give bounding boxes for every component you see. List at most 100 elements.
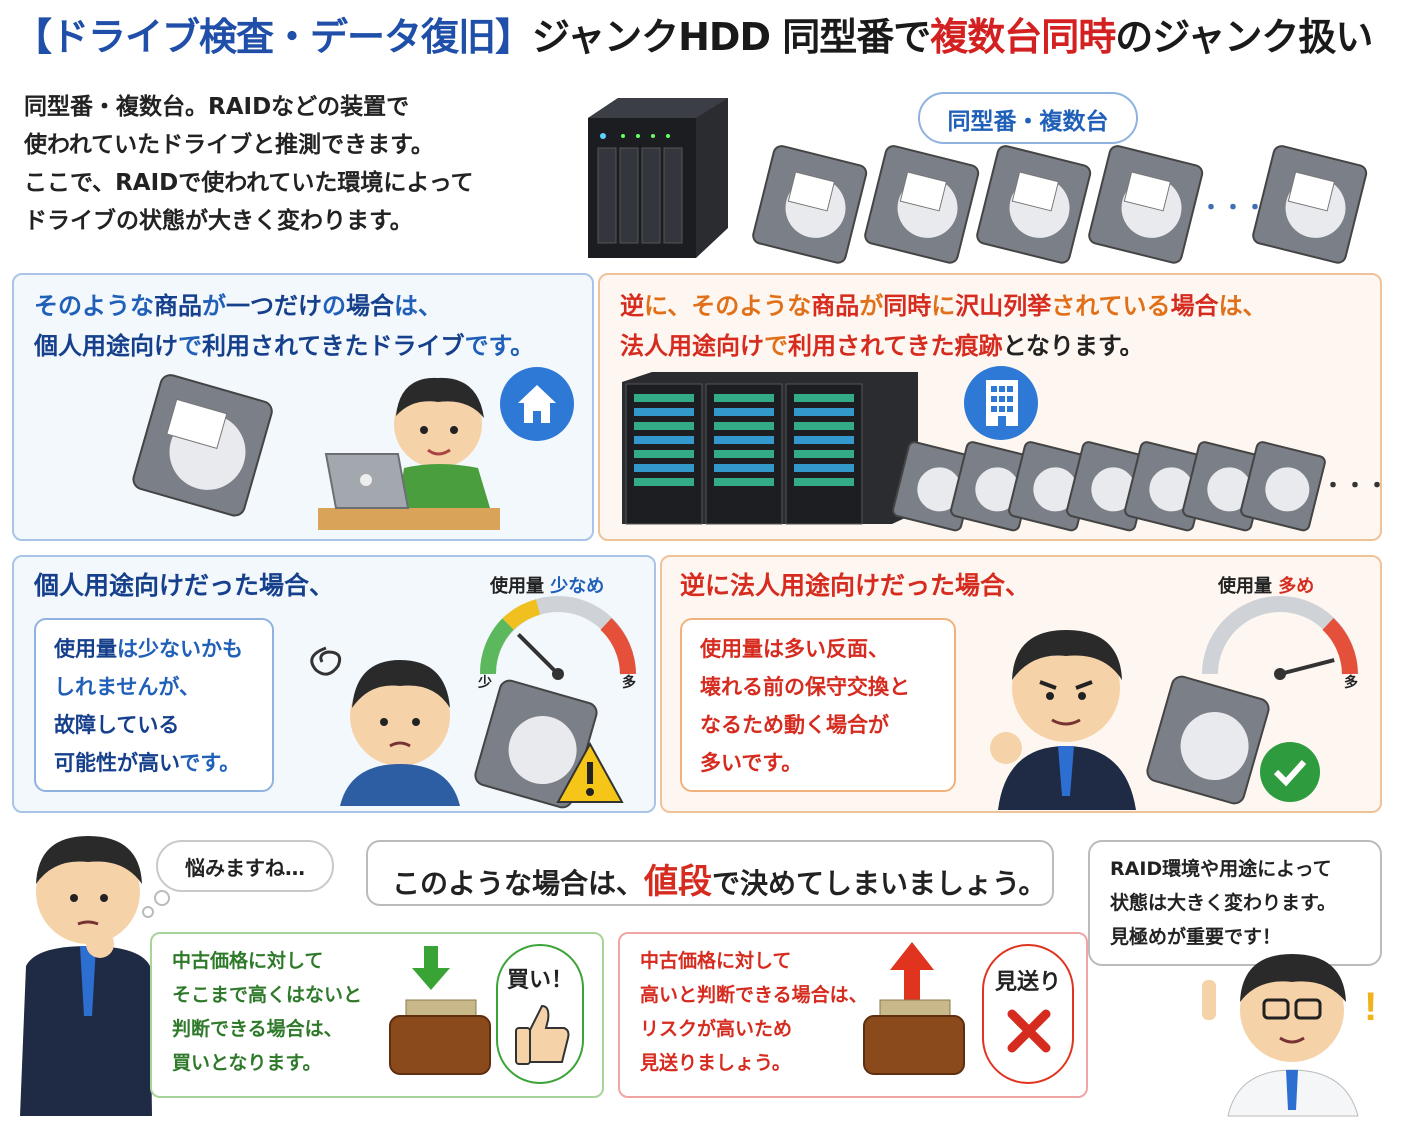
corporate-gauge-label: 使用量 多め [1218, 572, 1314, 598]
check-icon [1260, 742, 1320, 802]
buy-line: 買いとなります。 [172, 1052, 322, 1074]
building-icon [964, 366, 1038, 440]
corporate-usage-heading: 逆に法人用途向けだった場合、 [680, 571, 1031, 600]
buy-line: 判断できる場合は、 [172, 1018, 343, 1040]
hdd-icon [1252, 145, 1368, 264]
usage-gauge-low [480, 596, 636, 680]
buy-badge-label: 買い！ [506, 968, 573, 993]
hdd-icon [864, 145, 980, 264]
box-line: しれませんが、 [54, 675, 200, 699]
intro-line: ドライブの状態が大きく変わります。 [24, 208, 413, 234]
svg-text:!: ! [1364, 985, 1377, 1029]
intro-line: 同型番・複数台。RAIDなどの装置で [24, 94, 410, 120]
text-fragment: 一つだけ [226, 292, 322, 320]
text-fragment: 値段 [644, 862, 713, 902]
buy-text: 中古価格に対して そこまで高くはないと 判断できる場合は、 買いとなります。 [172, 944, 362, 1080]
expert-illustration: ! [1202, 954, 1377, 1117]
text-fragment: が [202, 292, 226, 320]
text-fragment: そのような [34, 292, 154, 320]
advice-bubble: RAID環境や用途によって 状態は大きく変わります。 見極めが重要です！ [1088, 840, 1382, 966]
text-fragment: 可能性が高い [54, 751, 180, 775]
gauge-needle [516, 632, 560, 676]
text-fragment: 利用されてきた [788, 332, 955, 360]
personal-usage-box: 使用量は少ないかも しれませんが、 故障している 可能性が高いです。 [34, 618, 274, 792]
hdd-icon [1146, 675, 1270, 805]
nas-device-illustration [588, 98, 728, 258]
pass-line: 高いと判断できる場合は、 [640, 984, 868, 1006]
text-fragment: で [178, 332, 202, 360]
box-line: 使用量は多い反面、 [700, 637, 889, 661]
text-fragment: となります。 [1002, 332, 1144, 360]
text-fragment: が [859, 292, 884, 320]
text-fragment: 逆 [620, 292, 644, 320]
text-fragment: 使用量 [490, 576, 544, 597]
personal-usage-heading: 個人用途向けだった場合、 [34, 571, 335, 600]
hdd-icon [474, 679, 598, 809]
home-icon [500, 367, 574, 441]
hdd-icon [1240, 441, 1326, 532]
pass-line: リスクが高いため [640, 1018, 793, 1040]
personal-panel-text: そのような商品が一つだけの場合は、 個人用途向けで利用されてきたドライブです。 [34, 286, 534, 366]
text-fragment: 同時 [883, 292, 932, 320]
text-fragment: 少なめ [550, 576, 605, 597]
same-model-bubble: 同型番・複数台 [918, 92, 1138, 144]
buy-line: 中古価格に対して [172, 950, 324, 972]
pass-line: 見送りましょう。 [640, 1052, 791, 1074]
text-fragment: このような場合は、 [392, 867, 645, 900]
hdd-icon [132, 374, 273, 517]
text-fragment: で決めてしまいましょう。 [712, 867, 1047, 900]
wallet-down-illustration [389, 946, 491, 1075]
box-line: なるため動く場合が [700, 713, 889, 737]
text-fragment: 多め [1278, 576, 1315, 597]
hdd-ellipsis-corporate: ・・・ [1322, 474, 1389, 499]
thumbs-up-icon [515, 1004, 570, 1065]
server-rack [625, 383, 703, 525]
hdd-row-corporate [892, 441, 1326, 532]
pass-text: 中古価格に対して 高いと判断できる場合は、 リスクが高いため 見送りましょう。 [640, 944, 868, 1080]
page-title: 【ドライブ検査・データ復旧】ジャンクHDD 同型番で複数台同時のジャンク扱い [14, 6, 1394, 76]
intro-line: 使われていたドライブと推測できます。 [24, 132, 434, 158]
personal-use-panel [12, 273, 594, 541]
personal-gauge-label: 使用量 少なめ [490, 572, 604, 598]
decision-banner: このような場合は、値段で決めてしまいましょう。 [366, 840, 1054, 906]
laptop-user-illustration [318, 377, 500, 530]
usage-gauge-high [1202, 596, 1358, 680]
thought-dots [142, 890, 170, 918]
text-fragment: 痕跡 [954, 332, 1003, 360]
text-fragment: は少ないかも [117, 637, 243, 661]
hdd-icon [752, 145, 868, 264]
text-fragment: に、そのような [644, 292, 812, 320]
advice-line: RAID環境や用途によって [1110, 858, 1332, 880]
corporate-panel-text: 逆に、そのような商品が同時に沢山列挙されている場合は、 法人用途向けで利用されて… [620, 286, 1267, 366]
pass-badge-label: 見送り [994, 970, 1061, 995]
thought-bubble-text: 悩みますね… [185, 856, 305, 880]
text-fragment: で [764, 332, 788, 360]
box-line: 多いです。 [700, 751, 803, 775]
same-model-bubble-label: 同型番・複数台 [947, 109, 1109, 135]
businessman-illustration [990, 630, 1136, 810]
text-fragment: 場合 [346, 292, 394, 320]
text-fragment: 使用量 [1218, 576, 1272, 597]
gauge-max-label: 多 [622, 675, 636, 691]
text-fragment: 個人用途向け [34, 332, 178, 360]
gauge-min-label: 少 [478, 675, 492, 691]
box-line: 壊れる前の保守交換と [700, 675, 910, 699]
gauge-max-label: 多 [1344, 675, 1358, 691]
confused-person-illustration [310, 646, 460, 806]
text-fragment: は、 [394, 292, 442, 320]
text-fragment: 使用量 [54, 637, 117, 661]
hdd-ellipsis-top: ・・・ [1200, 196, 1267, 221]
intro-line: ここで、RAIDで使われていた環境によって [24, 170, 474, 196]
warning-icon [556, 741, 624, 803]
buy-line: そこまで高くはないと [172, 984, 363, 1006]
text-fragment: 商品 [811, 292, 860, 320]
text-fragment: 商品 [154, 292, 202, 320]
intro-text: 同型番・複数台。RAIDなどの装置で 使われていたドライブと推測できます。 ここ… [24, 88, 474, 240]
corporate-usage-box: 使用量は多い反面、 壊れる前の保守交換と なるため動く場合が 多いです。 [680, 618, 956, 792]
server-racks-illustration [622, 372, 918, 525]
thought-bubble: 悩みますね… [156, 840, 334, 892]
text-fragment: 場合 [1170, 292, 1219, 320]
gauge-needle [1279, 658, 1335, 676]
hdd-icon [1088, 145, 1204, 264]
hdd-row-top [752, 145, 1368, 264]
